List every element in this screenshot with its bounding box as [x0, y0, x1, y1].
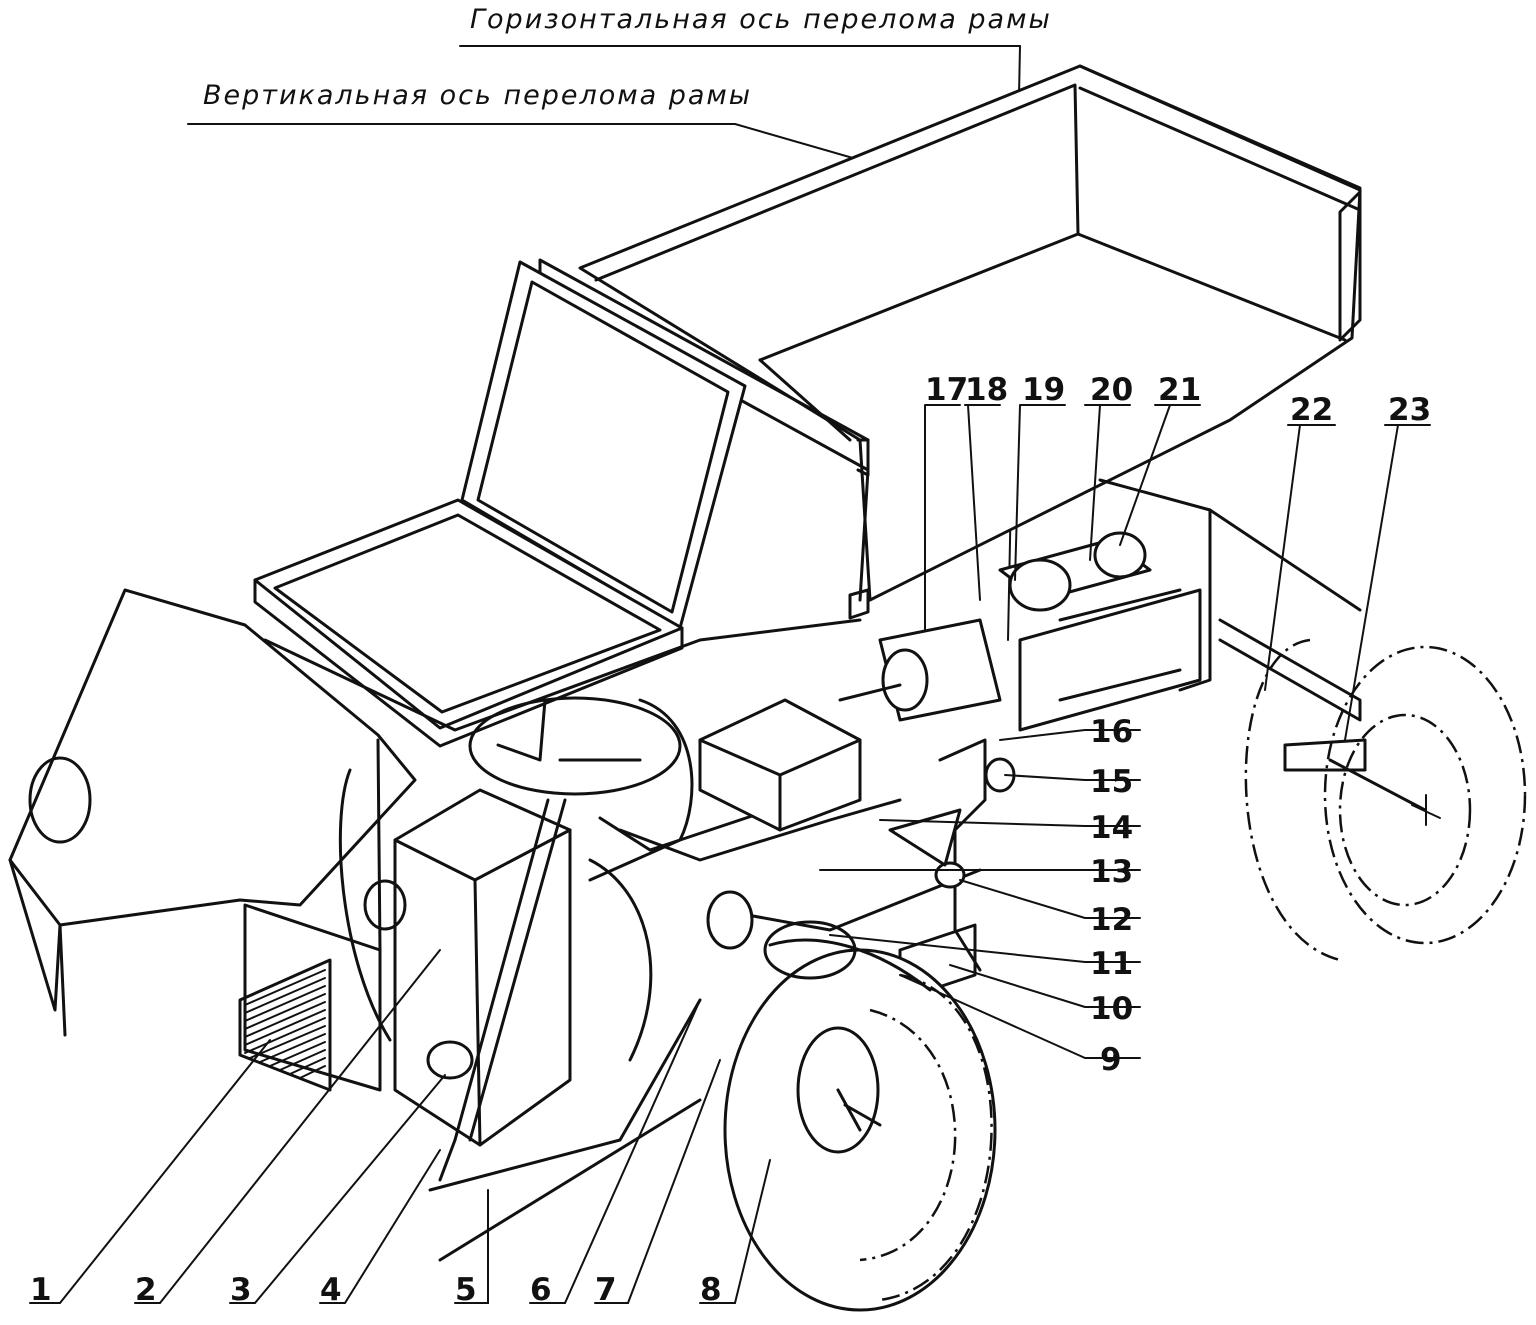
leader-lines [29, 404, 1431, 1304]
callout-6: 6 [530, 1272, 552, 1308]
callout-numbers: 1 2 3 4 5 6 7 8 9 10 11 12 13 14 15 16 1… [30, 372, 1431, 1308]
callout-4: 4 [320, 1272, 342, 1308]
callout-2: 2 [135, 1272, 157, 1308]
callout-21: 21 [1158, 372, 1201, 408]
callout-9: 9 [1100, 1042, 1122, 1078]
front-wheel [723, 920, 997, 1312]
callout-10: 10 [1090, 991, 1133, 1027]
hood [8, 588, 417, 1092]
rear-wheel [1244, 638, 1527, 962]
steering [438, 696, 682, 1182]
seat [253, 260, 747, 748]
callout-12: 12 [1090, 902, 1133, 938]
callout-15: 15 [1090, 764, 1133, 800]
callout-18: 18 [965, 372, 1008, 408]
cargo-box [538, 64, 1362, 620]
callout-20: 20 [1090, 372, 1133, 408]
callout-7: 7 [595, 1272, 617, 1308]
vertical-axis-title: Вертикальная ось перелома рамы [203, 80, 752, 111]
callout-19: 19 [1022, 372, 1065, 408]
articulation-joint [838, 531, 1202, 1002]
callout-3: 3 [230, 1272, 252, 1308]
linkage [428, 868, 982, 1262]
callout-16: 16 [1090, 714, 1133, 750]
callout-17: 17 [925, 372, 968, 408]
callout-14: 14 [1090, 810, 1133, 846]
callout-22: 22 [1290, 392, 1333, 428]
horizontal-axis-title: Горизонтальная ось перелома рамы [470, 4, 1052, 35]
engine [338, 698, 862, 1147]
callout-13: 13 [1090, 854, 1133, 890]
callout-8: 8 [700, 1272, 722, 1308]
callout-5: 5 [455, 1272, 477, 1308]
callout-1: 1 [30, 1272, 52, 1308]
callout-23: 23 [1388, 392, 1431, 428]
callout-11: 11 [1090, 946, 1133, 982]
